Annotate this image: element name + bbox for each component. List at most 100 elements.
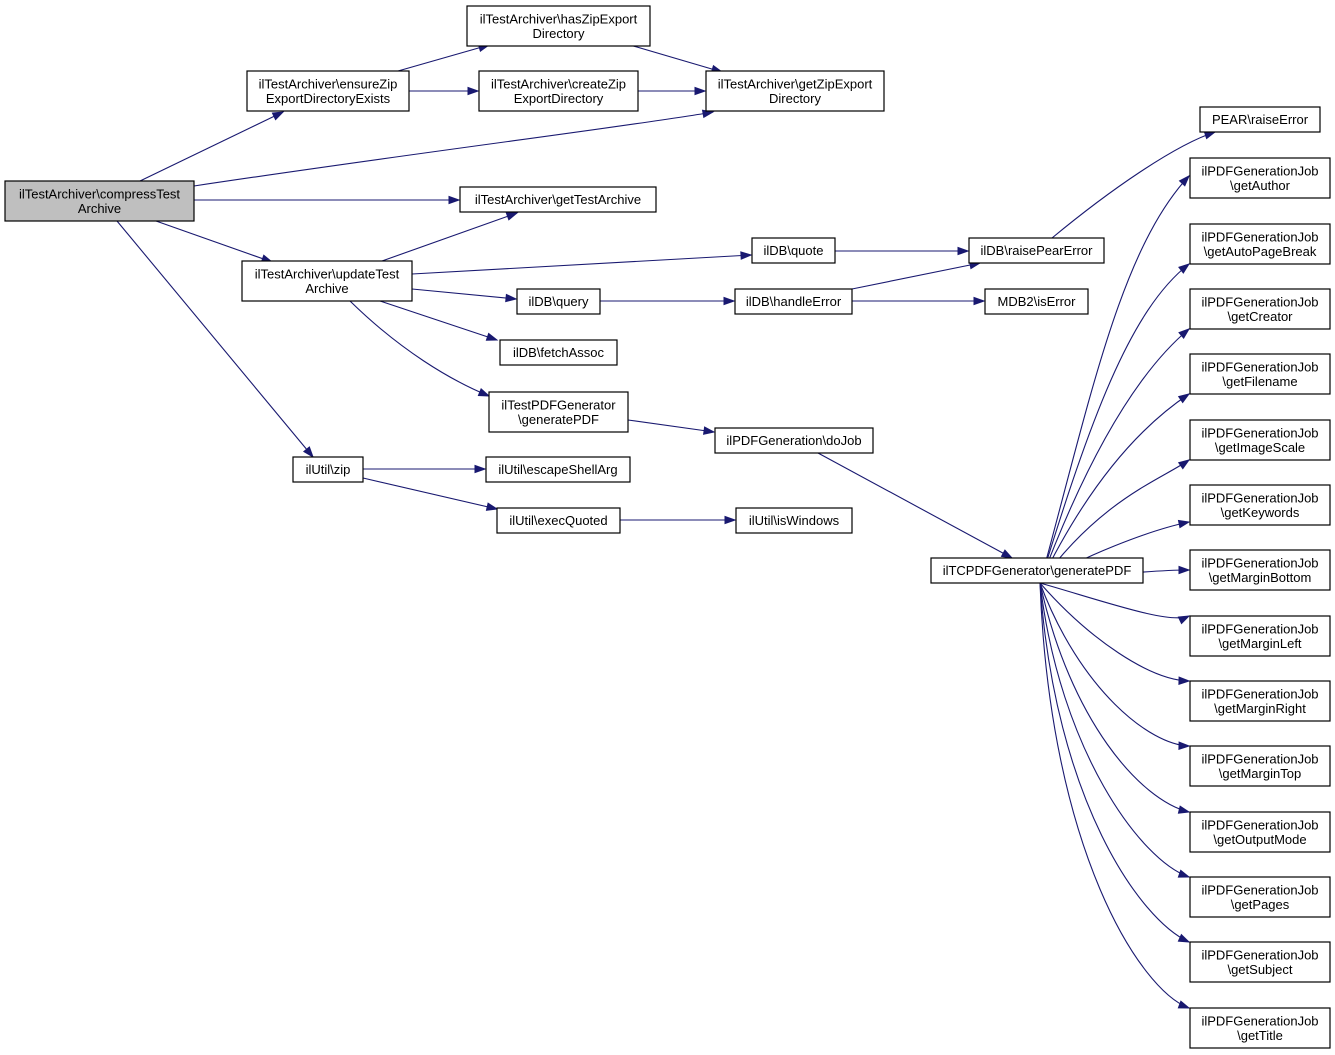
edge-line: [139, 111, 284, 182]
arrowhead-icon: [957, 246, 970, 256]
edge-line: [116, 220, 314, 458]
node-handleError[interactable]: ilDB\handleError: [734, 288, 853, 315]
edge-updateTest-to-quote: [411, 251, 753, 275]
node-ensureZip[interactable]: ilTestArchiver\ensureZipExportDirectoryE…: [246, 70, 410, 112]
edge-line: [1051, 131, 1216, 239]
node-label-line: ilPDFGenerationJob: [1201, 163, 1318, 178]
node-gMarginLeft[interactable]: ilPDFGenerationJob\getMarginLeft: [1189, 615, 1331, 657]
node-box[interactable]: [246, 70, 410, 112]
node-box[interactable]: [496, 507, 621, 534]
node-box[interactable]: [459, 186, 657, 213]
node-box[interactable]: [1189, 288, 1331, 330]
node-label-line: ilPDFGenerationJob: [1201, 817, 1318, 832]
node-label-line: ilDB\query: [529, 294, 589, 309]
node-label-line: \getSubject: [1227, 962, 1292, 977]
node-box[interactable]: [485, 456, 631, 483]
node-gImageScale[interactable]: ilPDFGenerationJob\getImageScale: [1189, 419, 1331, 461]
node-box[interactable]: [714, 427, 874, 454]
node-doJob[interactable]: ilPDFGeneration\doJob: [714, 427, 874, 454]
node-box[interactable]: [751, 237, 836, 264]
node-box[interactable]: [735, 507, 853, 534]
node-quote[interactable]: ilDB\quote: [751, 237, 836, 264]
edge-tcpdf-to-gMarginRight: [1039, 582, 1191, 686]
node-box[interactable]: [734, 288, 853, 315]
node-box[interactable]: [1199, 106, 1321, 133]
edge-updateTest-to-getTestArchive: [381, 212, 519, 262]
node-box[interactable]: [488, 391, 629, 433]
node-box[interactable]: [466, 5, 651, 47]
node-box[interactable]: [1189, 353, 1331, 395]
node-box[interactable]: [1189, 615, 1331, 657]
edge-compress-to-zip: [116, 220, 314, 459]
node-label-line: PEAR\raiseError: [1212, 112, 1309, 127]
node-gMarginBottom[interactable]: ilPDFGenerationJob\getMarginBottom: [1189, 549, 1331, 591]
node-execQuoted[interactable]: ilUtil\execQuoted: [496, 507, 621, 534]
node-testPdf[interactable]: ilTestPDFGenerator\generatePDF: [488, 391, 629, 433]
node-gOutputMode[interactable]: ilPDFGenerationJob\getOutputMode: [1189, 811, 1331, 853]
edge-updateTest-to-testPdf: [349, 300, 491, 397]
node-box[interactable]: [1189, 1007, 1331, 1049]
node-box[interactable]: [984, 288, 1089, 315]
node-label-line: ilUtil\escapeShellArg: [498, 462, 617, 477]
node-fetchAssoc[interactable]: ilDB\fetchAssoc: [499, 339, 618, 366]
node-label-line: ilPDFGenerationJob: [1201, 1013, 1318, 1028]
node-label-line: ilPDFGeneration\doJob: [726, 433, 861, 448]
node-box[interactable]: [968, 237, 1105, 264]
node-getTestArchive[interactable]: ilTestArchiver\getTestArchive: [459, 186, 657, 213]
edge-line: [155, 220, 273, 263]
node-box[interactable]: [1189, 811, 1331, 853]
node-zip[interactable]: ilUtil\zip: [292, 456, 364, 483]
node-label-line: ilDB\raisePearError: [981, 243, 1094, 258]
node-gAutoPage[interactable]: ilPDFGenerationJob\getAutoPageBreak: [1189, 223, 1331, 265]
node-gAuthor[interactable]: ilPDFGenerationJob\getAuthor: [1189, 157, 1331, 199]
node-raisePear[interactable]: ilDB\raisePearError: [968, 237, 1105, 264]
node-label-line: ilPDFGenerationJob: [1201, 425, 1318, 440]
node-box[interactable]: [1189, 549, 1331, 591]
node-box[interactable]: [1189, 157, 1331, 199]
node-box[interactable]: [478, 70, 639, 112]
node-pearRaise[interactable]: PEAR\raiseError: [1199, 106, 1321, 133]
node-box[interactable]: [1189, 745, 1331, 787]
arrowhead-icon: [1177, 933, 1191, 943]
node-box[interactable]: [1189, 484, 1331, 526]
node-gKeywords[interactable]: ilPDFGenerationJob\getKeywords: [1189, 484, 1331, 526]
arrowhead-icon: [477, 388, 491, 397]
root-node-box[interactable]: [4, 180, 195, 222]
node-gCreator[interactable]: ilPDFGenerationJob\getCreator: [1189, 288, 1331, 330]
node-gTitle[interactable]: ilPDFGenerationJob\getTitle: [1189, 1007, 1331, 1049]
node-label-line: ilPDFGenerationJob: [1201, 359, 1318, 374]
node-isWindows[interactable]: ilUtil\isWindows: [735, 507, 853, 534]
node-box[interactable]: [241, 260, 413, 302]
node-gMarginTop[interactable]: ilPDFGenerationJob\getMarginTop: [1189, 745, 1331, 787]
node-query[interactable]: ilDB\query: [516, 288, 601, 315]
edge-line: [1039, 175, 1190, 584]
node-box[interactable]: [705, 70, 885, 112]
node-box[interactable]: [1189, 876, 1331, 918]
node-label-line: ilTestArchiver\getTestArchive: [475, 192, 641, 207]
node-box[interactable]: [516, 288, 601, 315]
node-gMarginRight[interactable]: ilPDFGenerationJob\getMarginRight: [1189, 680, 1331, 722]
node-box[interactable]: [292, 456, 364, 483]
node-box[interactable]: [930, 557, 1144, 584]
node-tcpdf[interactable]: ilTCPDFGenerator\generatePDF: [930, 557, 1144, 584]
node-box[interactable]: [1189, 419, 1331, 461]
node-box[interactable]: [1189, 941, 1331, 983]
edge-tcpdf-to-gOutputMode: [1039, 582, 1191, 814]
node-gFilename[interactable]: ilPDFGenerationJob\getFilename: [1189, 353, 1331, 395]
node-gSubject[interactable]: ilPDFGenerationJob\getSubject: [1189, 941, 1331, 983]
node-box[interactable]: [499, 339, 618, 366]
arrowhead-icon: [1177, 1000, 1191, 1009]
node-escape[interactable]: ilUtil\escapeShellArg: [485, 456, 631, 483]
node-mdb2[interactable]: MDB2\isError: [984, 288, 1089, 315]
arrowhead-icon: [505, 293, 518, 303]
node-gPages[interactable]: ilPDFGenerationJob\getPages: [1189, 876, 1331, 918]
edge-testPdf-to-doJob: [627, 419, 716, 435]
node-box[interactable]: [1189, 680, 1331, 722]
node-box[interactable]: [1189, 223, 1331, 265]
